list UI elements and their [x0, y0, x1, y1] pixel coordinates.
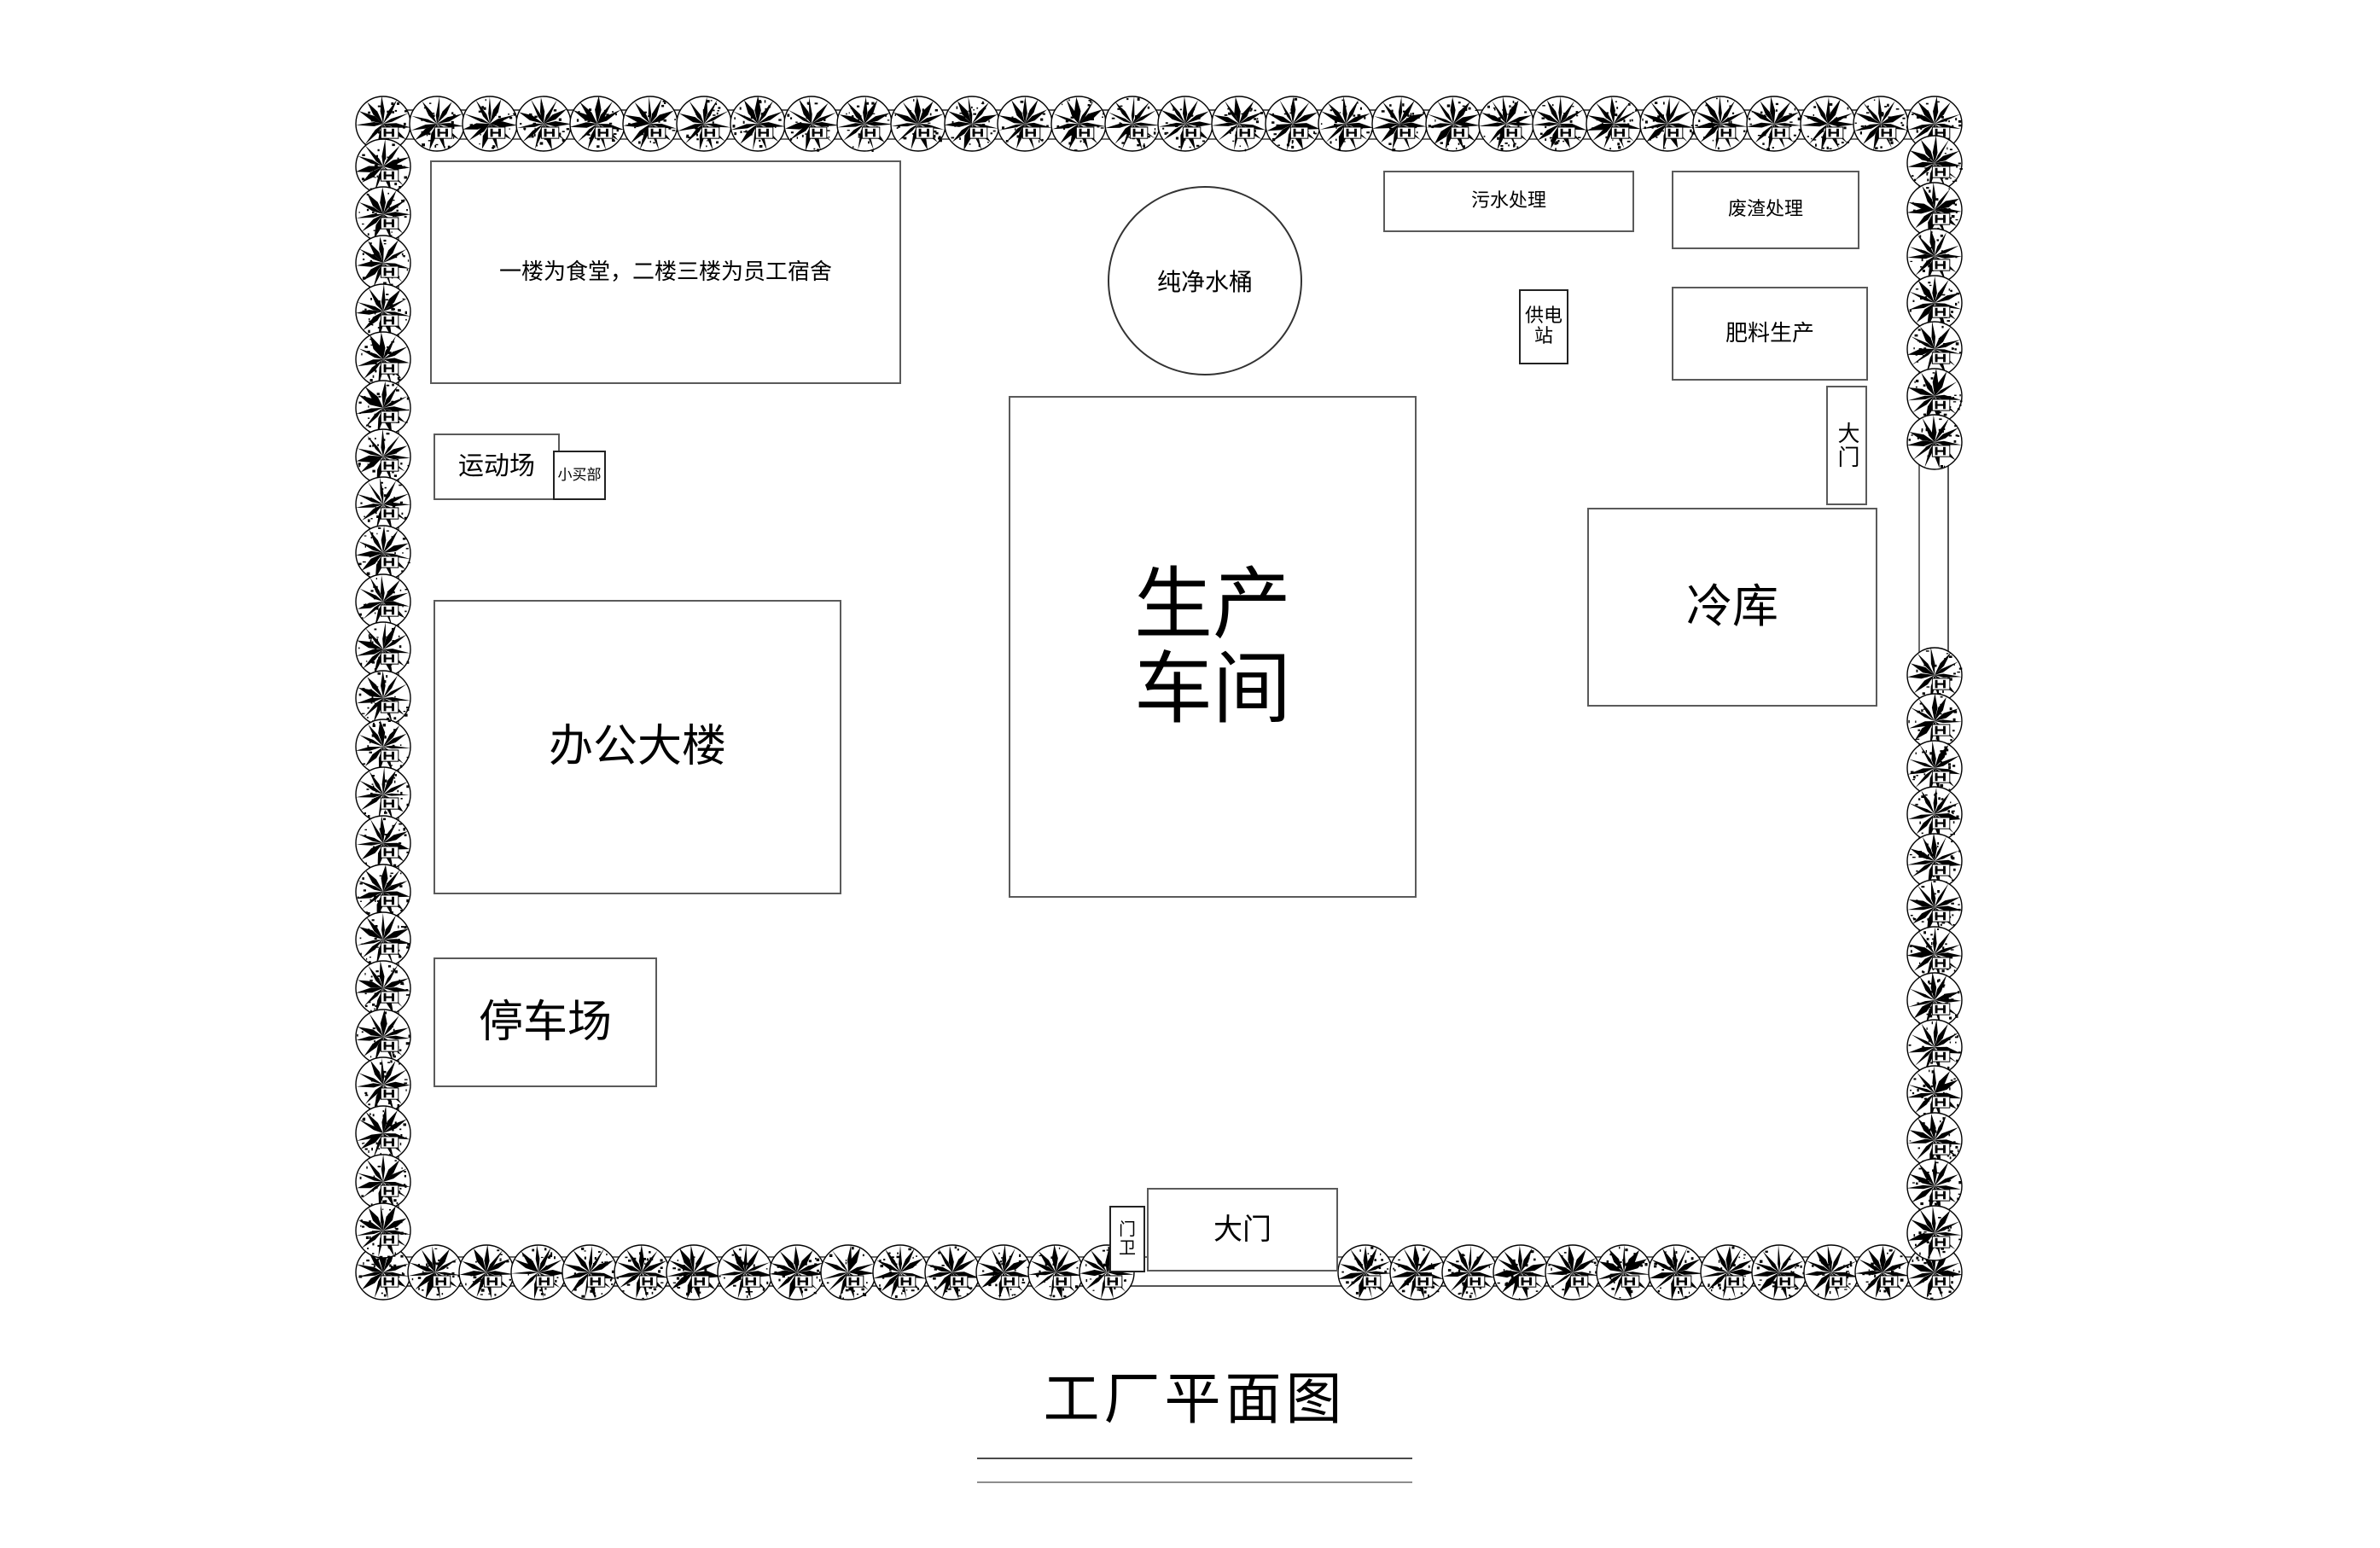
title-rule-upper — [977, 1458, 1412, 1459]
production-workshop: 生产 车间 — [1009, 396, 1417, 898]
sports-field: 运动场 — [434, 434, 560, 500]
title-block: 工厂平面图 — [973, 1353, 1417, 1483]
office-building: 办公大楼 — [434, 600, 841, 894]
power-substation: 供电 站 — [1519, 289, 1568, 364]
sewage-treatment: 污水处理 — [1383, 171, 1634, 232]
small-shop: 小买部 — [553, 451, 606, 500]
page-title: 工厂平面图 — [1043, 1366, 1347, 1432]
gate-south: 大门 — [1147, 1188, 1338, 1272]
water-tank: 纯净水桶 — [1108, 186, 1302, 375]
gate-east: 大门 — [1826, 386, 1867, 505]
cold-storage: 冷库 — [1587, 508, 1877, 707]
parking-lot: 停车场 — [434, 957, 657, 1087]
title-rule-lower — [977, 1481, 1412, 1483]
fertilizer-production: 肥料生产 — [1672, 287, 1868, 381]
dormitory-canteen: 一楼为食堂，二楼三楼为员工宿舍 — [430, 160, 901, 384]
guard-house: 门 卫 — [1109, 1206, 1145, 1272]
slag-treatment: 废渣处理 — [1672, 171, 1859, 249]
